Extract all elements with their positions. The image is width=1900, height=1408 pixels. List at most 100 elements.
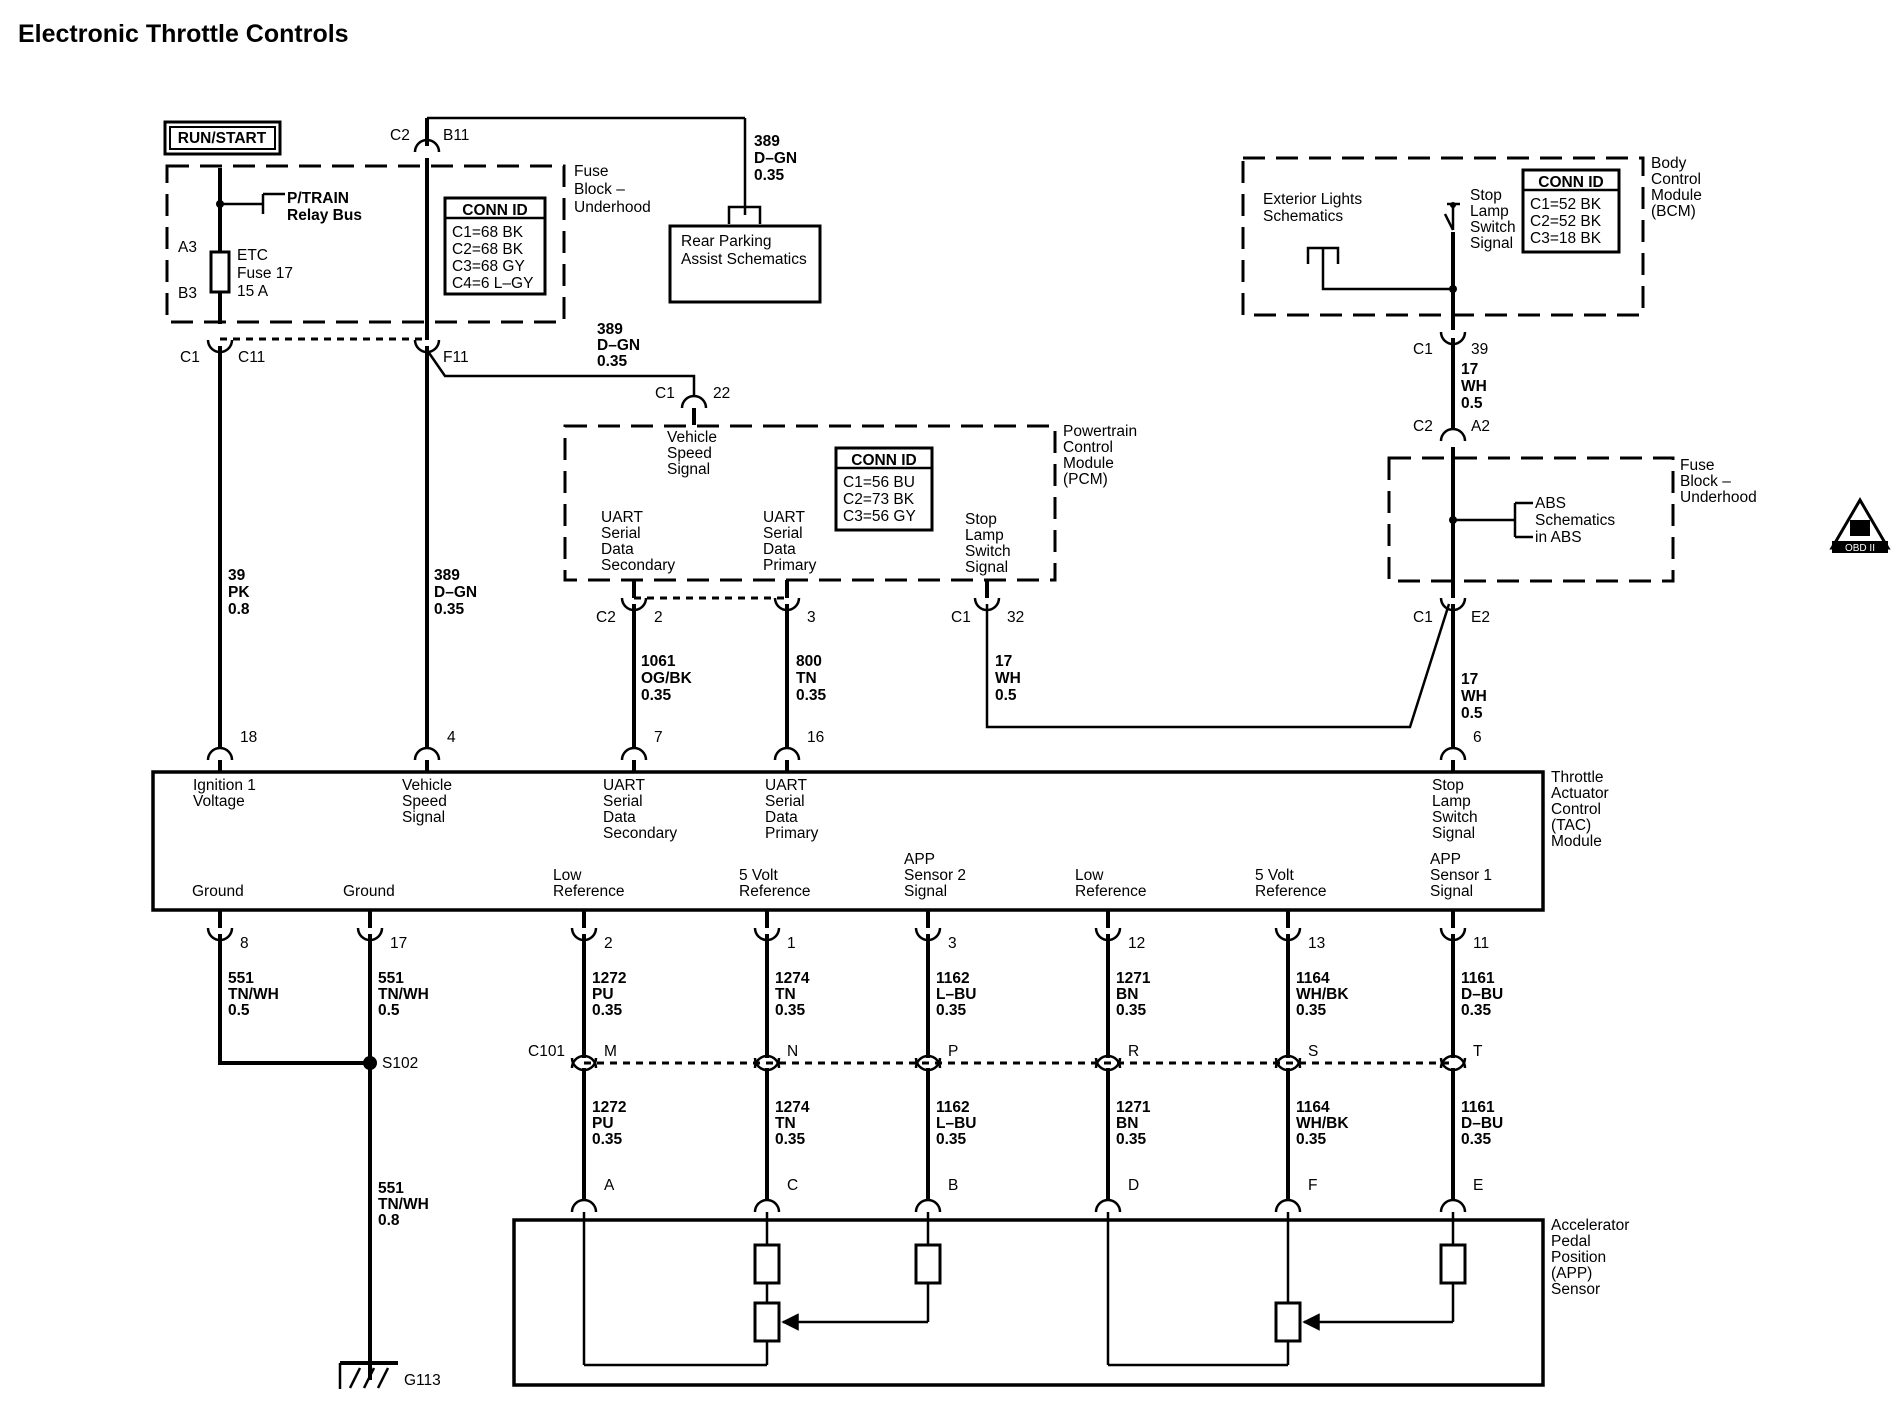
connector-c101: C101 M N P R S T bbox=[528, 1043, 1483, 1072]
svg-text:C2=68 BK: C2=68 BK bbox=[452, 241, 524, 258]
svg-text:Ground: Ground bbox=[192, 883, 244, 900]
svg-text:0.5: 0.5 bbox=[228, 1002, 250, 1019]
rear-parking-assist-box: Rear Parking Assist Schematics bbox=[668, 224, 822, 304]
wire-389-pcm-vss: 389 D–GN 0.35 C1 22 bbox=[425, 321, 730, 425]
svg-text:C2: C2 bbox=[1413, 418, 1433, 435]
svg-text:in ABS: in ABS bbox=[1535, 529, 1582, 546]
svg-text:Switch: Switch bbox=[1470, 219, 1516, 236]
svg-text:D–GN: D–GN bbox=[597, 337, 640, 354]
svg-text:S: S bbox=[1308, 1043, 1318, 1060]
svg-text:Speed: Speed bbox=[667, 445, 712, 462]
connector-pcm-c1-32: C1 32 bbox=[951, 580, 1024, 626]
svg-text:Reference: Reference bbox=[553, 883, 625, 900]
svg-text:39: 39 bbox=[228, 567, 246, 584]
svg-text:A2: A2 bbox=[1471, 418, 1490, 435]
lower-wire-1274: 1274 TN 0.35 bbox=[765, 1068, 810, 1200]
wire-1061-og-bk: 1061 OG/BK 0.35 bbox=[632, 604, 693, 747]
svg-text:L–BU: L–BU bbox=[936, 1115, 976, 1132]
svg-text:Ignition 1: Ignition 1 bbox=[193, 777, 256, 794]
svg-text:C3=18 BK: C3=18 BK bbox=[1530, 230, 1602, 247]
svg-text:(PCM): (PCM) bbox=[1063, 471, 1108, 488]
svg-text:0.8: 0.8 bbox=[378, 1212, 400, 1229]
svg-text:C1: C1 bbox=[655, 385, 675, 402]
svg-text:Switch: Switch bbox=[1432, 809, 1478, 826]
svg-text:APP: APP bbox=[904, 851, 935, 868]
svg-text:UART: UART bbox=[601, 509, 643, 526]
svg-text:(TAC): (TAC) bbox=[1551, 817, 1591, 834]
svg-text:1271: 1271 bbox=[1116, 1099, 1151, 1116]
svg-text:UART: UART bbox=[603, 777, 645, 794]
svg-text:Block –: Block – bbox=[574, 181, 625, 198]
svg-text:G113: G113 bbox=[404, 1372, 441, 1389]
svg-text:0.35: 0.35 bbox=[1296, 1131, 1327, 1148]
svg-text:Ground: Ground bbox=[343, 883, 395, 900]
app-sensor-module: Accelerator Pedal Position (APP) Sensor bbox=[512, 1217, 1629, 1387]
svg-text:Reference: Reference bbox=[1255, 883, 1327, 900]
svg-text:Serial: Serial bbox=[601, 525, 641, 542]
svg-text:CONN ID: CONN ID bbox=[462, 202, 527, 219]
svg-text:Stop: Stop bbox=[965, 511, 997, 528]
svg-text:TN: TN bbox=[775, 1115, 796, 1132]
svg-text:17: 17 bbox=[995, 653, 1012, 670]
svg-text:1271: 1271 bbox=[1116, 970, 1151, 987]
lower-wire-1161: 1161 D–BU 0.35 bbox=[1451, 1068, 1503, 1200]
svg-text:1272: 1272 bbox=[592, 970, 626, 987]
svg-text:0.35: 0.35 bbox=[434, 601, 465, 618]
svg-text:Rear Parking: Rear Parking bbox=[681, 233, 771, 250]
svg-text:0.35: 0.35 bbox=[1296, 1002, 1327, 1019]
svg-text:551: 551 bbox=[228, 970, 254, 987]
svg-text:Module: Module bbox=[1063, 455, 1114, 472]
svg-text:L–BU: L–BU bbox=[936, 986, 976, 1003]
svg-text:Exterior Lights: Exterior Lights bbox=[1263, 191, 1362, 208]
svg-text:0.35: 0.35 bbox=[796, 687, 827, 704]
svg-text:0.35: 0.35 bbox=[1116, 1131, 1147, 1148]
svg-text:389: 389 bbox=[434, 567, 460, 584]
svg-text:TN/WH: TN/WH bbox=[228, 986, 279, 1003]
svg-text:Signal: Signal bbox=[402, 809, 445, 826]
wire-17-wh-tac: 17 WH 0.5 bbox=[1451, 604, 1487, 747]
svg-text:1: 1 bbox=[787, 935, 796, 952]
ptrain-relay-bus: P/TRAIN Relay Bus bbox=[216, 168, 362, 324]
svg-text:CONN ID: CONN ID bbox=[1538, 174, 1603, 191]
wire-551-ground-8: 551 TN/WH 0.5 bbox=[218, 934, 370, 1065]
svg-text:PU: PU bbox=[592, 986, 614, 1003]
svg-text:C1=52 BK: C1=52 BK bbox=[1530, 196, 1602, 213]
svg-text:Low: Low bbox=[1075, 867, 1104, 884]
svg-text:Fuse: Fuse bbox=[574, 163, 608, 180]
svg-text:TN: TN bbox=[775, 986, 796, 1003]
svg-text:551: 551 bbox=[378, 970, 404, 987]
svg-text:Primary: Primary bbox=[763, 557, 817, 574]
svg-text:0.35: 0.35 bbox=[775, 1131, 806, 1148]
svg-text:F11: F11 bbox=[443, 349, 469, 366]
svg-text:WH/BK: WH/BK bbox=[1296, 986, 1349, 1003]
svg-text:Pedal: Pedal bbox=[1551, 1233, 1591, 1250]
svg-text:Underhood: Underhood bbox=[1680, 489, 1757, 506]
svg-text:S102: S102 bbox=[382, 1055, 418, 1072]
svg-text:Assist Schematics: Assist Schematics bbox=[681, 251, 807, 268]
svg-text:Signal: Signal bbox=[965, 559, 1008, 576]
svg-text:C11: C11 bbox=[238, 349, 265, 366]
connector-pcm-c2-c3: C2 2 3 bbox=[596, 580, 816, 626]
svg-text:17: 17 bbox=[1461, 361, 1478, 378]
app-sensor-connectors: A C B D F E bbox=[570, 1177, 1483, 1213]
svg-text:Speed: Speed bbox=[402, 793, 447, 810]
svg-text:C1: C1 bbox=[1413, 341, 1433, 358]
svg-text:5 Volt: 5 Volt bbox=[739, 867, 778, 884]
svg-text:0.35: 0.35 bbox=[1461, 1131, 1492, 1148]
svg-text:Accelerator: Accelerator bbox=[1551, 1217, 1629, 1234]
svg-text:Block –: Block – bbox=[1680, 473, 1731, 490]
svg-text:D–BU: D–BU bbox=[1461, 986, 1503, 1003]
svg-text:WH: WH bbox=[995, 670, 1021, 687]
svg-text:T: T bbox=[1473, 1043, 1483, 1060]
svg-text:Module: Module bbox=[1651, 187, 1702, 204]
svg-text:APP: APP bbox=[1430, 851, 1461, 868]
svg-text:Control: Control bbox=[1063, 439, 1113, 456]
svg-text:OG/BK: OG/BK bbox=[641, 670, 693, 687]
svg-text:Fuse: Fuse bbox=[1680, 457, 1714, 474]
svg-text:C2=52 BK: C2=52 BK bbox=[1530, 213, 1602, 230]
svg-text:A: A bbox=[604, 1177, 615, 1194]
bcm-module: Body Control Module (BCM) Exterior Light… bbox=[1241, 155, 1702, 317]
svg-text:18: 18 bbox=[240, 729, 257, 746]
svg-text:Sensor: Sensor bbox=[1551, 1281, 1600, 1298]
